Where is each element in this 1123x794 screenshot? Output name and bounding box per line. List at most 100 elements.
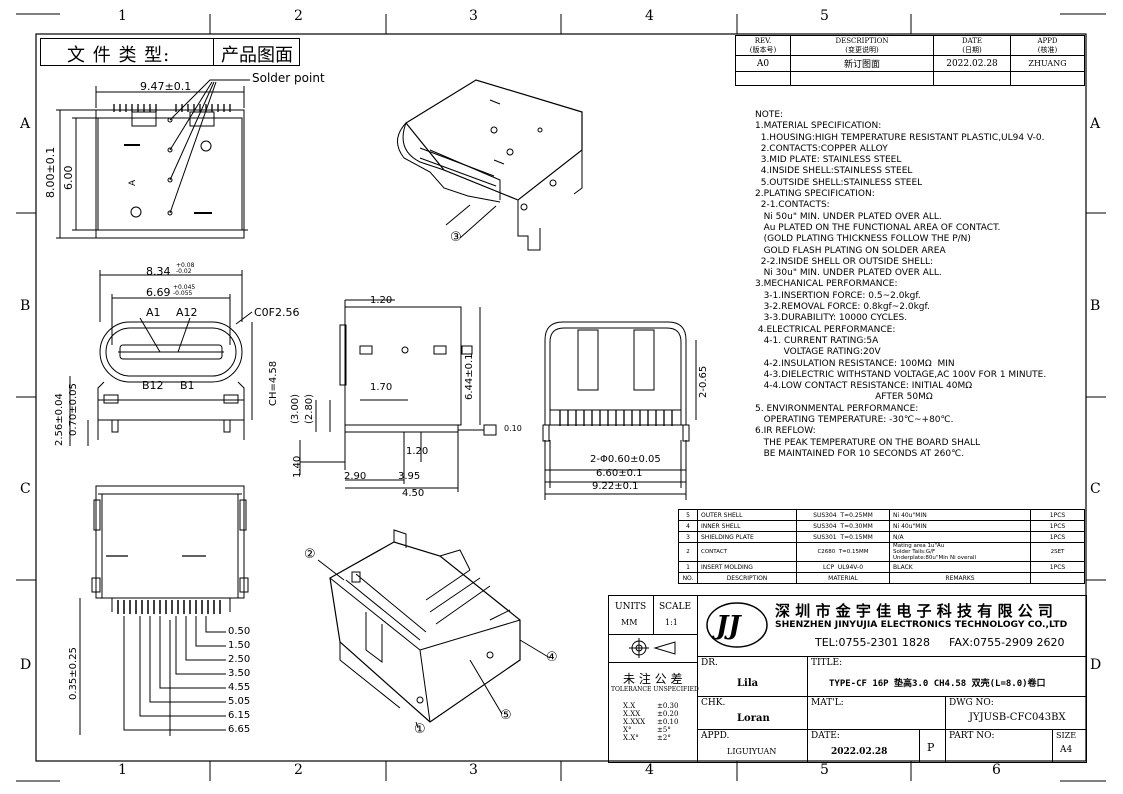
view-a-label: A — [128, 179, 138, 186]
chk-value: Loran — [737, 713, 770, 724]
part-cell: PART NO: — [945, 729, 1053, 762]
size-cell: SIZE A4 — [1052, 729, 1086, 762]
tolerance-row: X.XXX±0.10 — [623, 718, 678, 726]
bom-cell: INNER SHELL — [697, 520, 797, 532]
dim-120a: 1.20 — [370, 295, 393, 306]
title-label: TITLE: — [811, 658, 843, 668]
pin-b1-label: B1 — [180, 379, 195, 392]
row-label-c-right: C — [1090, 481, 1101, 497]
note-line: 6.IR REFLOW: — [755, 426, 816, 437]
callout-2: ② — [304, 547, 316, 562]
bottom-view — [79, 485, 249, 736]
col-label-2: 2 — [294, 8, 303, 24]
isometric-view-top — [397, 79, 583, 251]
title-value: TYPE-CF 16P 垫高3.0 CH4.58 双壳(L=8.0)卷口 — [829, 679, 1046, 689]
note-line: OPERATING TEMPERATURE: -30℃~+80℃. — [755, 415, 954, 426]
bom-cell: 1PCS — [1030, 561, 1085, 573]
dim-660: 6.60±0.1 — [596, 468, 643, 479]
tolerance-key: X.X — [623, 702, 636, 710]
dim-170: 1.70 — [370, 382, 393, 393]
bom-cell: 1PCS — [1030, 520, 1085, 532]
svg-text:JJ: JJ — [711, 611, 742, 641]
note-line: 3.MID PLATE: STAINLESS STEEL — [755, 155, 902, 166]
bom-cell: BLACK — [889, 561, 1031, 573]
appd-cell: APPD. LIGUIYUAN — [697, 729, 808, 762]
dim-hole-060: 2-Φ0.60±0.05 — [590, 454, 661, 465]
material-label: MAT'L: — [811, 698, 844, 708]
note-line: 3-1.INSERTION FORCE: 0.5~2.0kgf. — [755, 290, 921, 301]
bom-cell: SUS301 T=0.15MM — [796, 531, 890, 543]
bom-cell: 1 — [678, 561, 698, 573]
dim-pitch: 0.35±0.25 — [68, 647, 79, 700]
dim-width-834-tol: +0.08 -0.02 — [176, 262, 195, 275]
dim-pin-665: 6.65 — [228, 724, 251, 735]
size-value: A4 — [1060, 745, 1073, 755]
note-line: 4-1. CURRENT RATING:5A — [755, 335, 879, 346]
dim-ch: CH=4.58 — [268, 360, 279, 406]
bom-cell: SUS304 T=0.30MM — [796, 520, 890, 532]
company-name-en: SHENZHEN JINYUJIA ELECTRONICS TECHNOLOGY… — [775, 619, 1068, 630]
dim-140: 1.40 — [292, 455, 303, 478]
doc-type-value: 产品图面 — [221, 45, 293, 66]
flatness-value: 0.10 — [504, 424, 522, 433]
col-label-1-bottom: 1 — [118, 762, 127, 778]
note-line: 4.ELECTRICAL PERFORMANCE: — [755, 324, 896, 335]
pin-b12-label: B12 — [142, 379, 164, 392]
date-cell: DATE: 2022.02.28 — [807, 729, 920, 762]
dim-chamfer: C0F2.56 — [254, 306, 300, 319]
note-line: 2-1.CONTACTS: — [755, 200, 830, 211]
bom-header-cell: DESCRIPTION — [697, 572, 797, 584]
note-line: 3.MECHANICAL PERFORMANCE: — [755, 279, 898, 290]
note-line: GOLD FLASH PLATING ON SOLDER AREA — [755, 245, 946, 256]
note-line: 3-3.DURABILITY: 10000 CYCLES. — [755, 313, 908, 324]
dim-width-834: 8.34 — [146, 265, 171, 278]
note-line: 3-2.REMOVAL FORCE: 0.8kgf~2.0kgf. — [755, 302, 930, 313]
bom-cell: CONTACT — [697, 542, 797, 562]
chk-cell: CHK. Loran — [697, 696, 808, 730]
col-label-2-bottom: 2 — [294, 762, 303, 778]
appd-value: LIGUIYUAN — [727, 747, 777, 756]
dim-450: 4.50 — [402, 488, 425, 499]
company-fax: FAX:0755-2909 2620 — [949, 636, 1065, 649]
scale-label: SCALE — [659, 602, 692, 612]
col-label-3: 3 — [469, 8, 478, 24]
tolerance-key: X.XX — [623, 710, 641, 718]
note-line: Ni 30u" MIN. UNDER PLATED OVER ALL. — [755, 268, 942, 279]
callout-5: ⑤ — [500, 708, 512, 723]
col-label-3-bottom: 3 — [469, 762, 478, 778]
side-view — [299, 299, 497, 492]
bom-cell: 2 — [678, 542, 698, 562]
company-cell: JJ 深 圳 市 金 宇 佳 电 子 科 技 有 限 公 司 SHENZHEN … — [697, 596, 1086, 657]
row-label-d: D — [20, 657, 32, 673]
pin-a1-label: A1 — [146, 306, 161, 319]
revision-table: REV.(版本号) DESCRIPTION(变更说明) DATE(日期) APP… — [735, 35, 1085, 86]
tolerance-title: 未 注 公 差 — [623, 672, 683, 686]
pin-a12-label: A12 — [176, 306, 198, 319]
rear-view — [542, 321, 697, 500]
units-scale-cell: UNITS MM SCALE 1:1 — [609, 596, 698, 635]
dwg-label: DWG NO: — [949, 698, 994, 708]
front-view — [69, 270, 253, 446]
isometric-view-bottom — [317, 529, 551, 729]
bom-cell: Mating area 1u"Au Solder Tails:G/F Under… — [889, 542, 1031, 562]
dim-922: 9.22±0.1 — [592, 481, 639, 492]
tolerance-value: ±0.30 — [657, 702, 679, 710]
dwg-value: JYJUSB-CFC043BX — [969, 712, 1066, 723]
note-line: BE MAINTAINED FOR 10 SECONDS AT 260℃. — [755, 448, 965, 459]
note-line: (GOLD PLATING THICKNESS FOLLOW THE P/N) — [755, 234, 971, 245]
projection-symbol — [609, 634, 698, 663]
dim-pin-350: 3.50 — [228, 668, 251, 679]
note-line: THE PEAK TEMPERATURE ON THE BOARD SHALL — [755, 437, 981, 448]
note-line: 2-2.INSIDE SHELL OR OUTSIDE SHELL: — [755, 256, 934, 267]
units-label: UNITS — [615, 602, 647, 612]
dim-top-width: 9.47±0.1 — [140, 80, 192, 93]
dim-pin-455: 4.55 — [228, 682, 251, 693]
callout-1: ① — [414, 722, 426, 737]
bom-cell: OUTER SHELL — [697, 509, 797, 521]
